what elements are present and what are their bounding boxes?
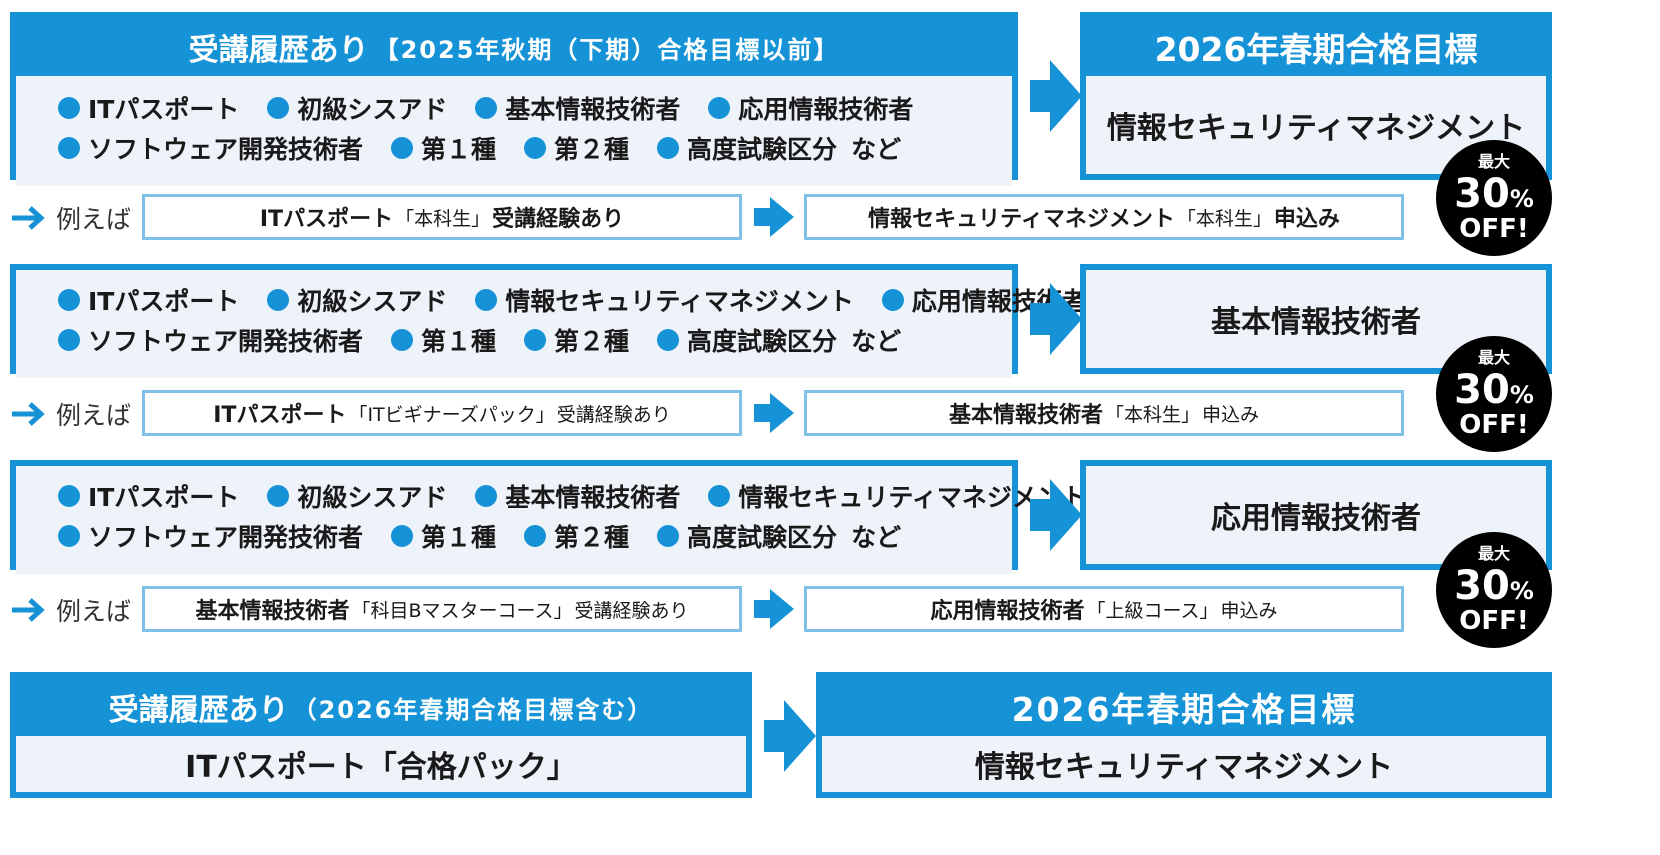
- section1-history-header: 受講履歴あり 【2025年秋期（下期）合格目標以前】: [16, 18, 1012, 76]
- course-etc: など: [851, 327, 902, 356]
- course-item: 第２種: [524, 322, 629, 358]
- section3-example-to: 応用情報技術者「上級コース」申込み: [804, 586, 1404, 632]
- section3-flow-arrow-icon: [1030, 479, 1082, 551]
- course-item: ITパスポート: [58, 90, 239, 126]
- section1-discount-badge: 最大 30% OFF!: [1436, 140, 1552, 256]
- bullet-dot-icon: [391, 525, 414, 547]
- bullet-dot-icon: [475, 97, 498, 119]
- bullet-dot-icon: [391, 137, 414, 159]
- bullet-dot-icon: [657, 137, 680, 159]
- section3-discount-badge: 最大 30% OFF!: [1436, 532, 1552, 648]
- bullet-dot-icon: [391, 329, 414, 351]
- course-item: 第２種: [524, 130, 629, 166]
- bottom-history-box: 受講履歴あり （2026年春期合格目標含む） ITパスポート「合格パック」: [10, 672, 752, 798]
- course-item: ITパスポート: [58, 282, 239, 318]
- bottom-history-header-sub: （2026年春期合格目標含む）: [292, 695, 654, 724]
- bottom-flow-arrow-icon: [764, 700, 816, 772]
- section2-history-box: ITパスポート 初級シスアド 情報セキュリティマネジメント 応用情報技術者 ソフ…: [10, 264, 1087, 378]
- section2-example-to: 基本情報技術者「本科生」申込み: [804, 390, 1404, 436]
- course-item: 第１種: [391, 518, 496, 554]
- course-item: 基本情報技術者: [475, 90, 680, 126]
- section2-discount-badge: 最大 30% OFF!: [1436, 336, 1552, 452]
- section1-target-box: 2026年春期合格目標 情報セキュリティマネジメント: [1080, 12, 1552, 180]
- section1-course-list: ITパスポート 初級シスアド 基本情報技術者 応用情報技術者 ソフトウェア開発技…: [16, 76, 1012, 186]
- bottom-target-box: 2026年春期合格目標 情報セキュリティマネジメント: [816, 672, 1552, 798]
- target-header: 2026年春期合格目標: [1086, 18, 1546, 76]
- section1-flow-arrow-icon: [1030, 60, 1082, 132]
- section2-example-arrow-icon: [754, 393, 794, 433]
- course-item: 第２種: [524, 518, 629, 554]
- bullet-dot-icon: [58, 97, 80, 119]
- course-item: 高度試験区分など: [657, 130, 901, 166]
- section3-example-from: 基本情報技術者「科目Bマスターコース」受講経験あり: [142, 586, 742, 632]
- course-item: 第１種: [391, 322, 496, 358]
- course-item: 初級シスアド: [267, 282, 447, 318]
- section2-target-box: 基本情報技術者: [1080, 264, 1552, 374]
- example-arrow-icon: [12, 402, 45, 426]
- course-item: ソフトウェア開発技術者: [58, 518, 363, 554]
- section1-example-from: ITパスポート「本科生」受講経験あり: [142, 194, 742, 240]
- history-header-sub: 【2025年秋期（下期）合格目標以前】: [374, 35, 840, 64]
- course-item: 高度試験区分など: [657, 322, 901, 358]
- bottom-history-course: ITパスポート「合格パック」: [16, 736, 746, 792]
- course-item: ソフトウェア開発技術者: [58, 130, 363, 166]
- bullet-dot-icon: [708, 485, 731, 507]
- course-item: 高度試験区分など: [657, 518, 901, 554]
- course-item: 応用情報技術者: [708, 90, 913, 126]
- section2-flow-arrow-icon: [1030, 283, 1082, 355]
- course-item: 初級シスアド: [267, 90, 447, 126]
- section3-example-arrow-icon: [754, 589, 794, 629]
- bullet-dot-icon: [58, 289, 80, 311]
- course-item: 情報セキュリティマネジメント: [475, 282, 854, 318]
- section1-example-arrow-icon: [754, 197, 794, 237]
- section2-example-from: ITパスポート「ITビギナーズパック」受講経験あり: [142, 390, 742, 436]
- course-etc: など: [851, 523, 902, 552]
- section3-course-list: ITパスポート 初級シスアド 基本情報技術者 情報セキュリティマネジメント ソフ…: [16, 466, 1087, 574]
- bullet-dot-icon: [267, 485, 290, 507]
- section1-history-box: 受講履歴あり 【2025年秋期（下期）合格目標以前】 ITパスポート 初級シスア…: [10, 12, 1018, 186]
- bottom-target-course: 情報セキュリティマネジメント: [822, 736, 1546, 792]
- section2-example-label: 例えば: [10, 392, 131, 436]
- course-row-1: ITパスポート 初級シスアド 情報セキュリティマネジメント 応用情報技術者: [58, 280, 1087, 320]
- course-row-2: ソフトウェア開発技術者 第１種 第２種 高度試験区分など: [58, 516, 1012, 556]
- course-row-1: ITパスポート 初級シスアド 基本情報技術者 情報セキュリティマネジメント: [58, 476, 1087, 516]
- bullet-dot-icon: [657, 525, 680, 547]
- course-etc: など: [851, 135, 902, 164]
- bullet-dot-icon: [58, 485, 80, 507]
- course-item: ITパスポート: [58, 478, 239, 514]
- bullet-dot-icon: [267, 289, 290, 311]
- bullet-dot-icon: [881, 289, 904, 311]
- section3-history-box: ITパスポート 初級シスアド 基本情報技術者 情報セキュリティマネジメント ソフ…: [10, 460, 1087, 574]
- bullet-dot-icon: [524, 329, 547, 351]
- bullet-dot-icon: [58, 329, 80, 351]
- bottom-target-header: 2026年春期合格目標: [822, 678, 1546, 736]
- bullet-dot-icon: [475, 485, 498, 507]
- example-arrow-icon: [12, 206, 45, 230]
- section3-example-label: 例えば: [10, 588, 131, 632]
- course-item: 情報セキュリティマネジメント: [708, 478, 1087, 514]
- bullet-dot-icon: [58, 137, 80, 159]
- course-row-1: ITパスポート 初級シスアド 基本情報技術者 応用情報技術者: [58, 88, 1012, 128]
- bullet-dot-icon: [524, 137, 547, 159]
- course-item: 基本情報技術者: [475, 478, 680, 514]
- bullet-dot-icon: [475, 289, 498, 311]
- section2-course-list: ITパスポート 初級シスアド 情報セキュリティマネジメント 応用情報技術者 ソフ…: [16, 270, 1087, 378]
- section1-example-label: 例えば: [10, 196, 131, 240]
- course-item: 初級シスアド: [267, 478, 447, 514]
- course-item: 第１種: [391, 130, 496, 166]
- section1-example-to: 情報セキュリティマネジメント「本科生」申込み: [804, 194, 1404, 240]
- example-arrow-icon: [12, 598, 45, 622]
- history-header-main: 受講履歴あり: [188, 33, 369, 68]
- bullet-dot-icon: [58, 525, 80, 547]
- bullet-dot-icon: [657, 329, 680, 351]
- bottom-history-header: 受講履歴あり （2026年春期合格目標含む）: [16, 678, 746, 736]
- course-row-2: ソフトウェア開発技術者 第１種 第２種 高度試験区分など: [58, 320, 1012, 360]
- bullet-dot-icon: [267, 97, 290, 119]
- bullet-dot-icon: [524, 525, 547, 547]
- course-item: ソフトウェア開発技術者: [58, 322, 363, 358]
- bullet-dot-icon: [708, 97, 731, 119]
- course-row-2: ソフトウェア開発技術者 第１種 第２種 高度試験区分など: [58, 128, 1012, 168]
- bottom-history-header-main: 受講履歴あり: [108, 693, 289, 728]
